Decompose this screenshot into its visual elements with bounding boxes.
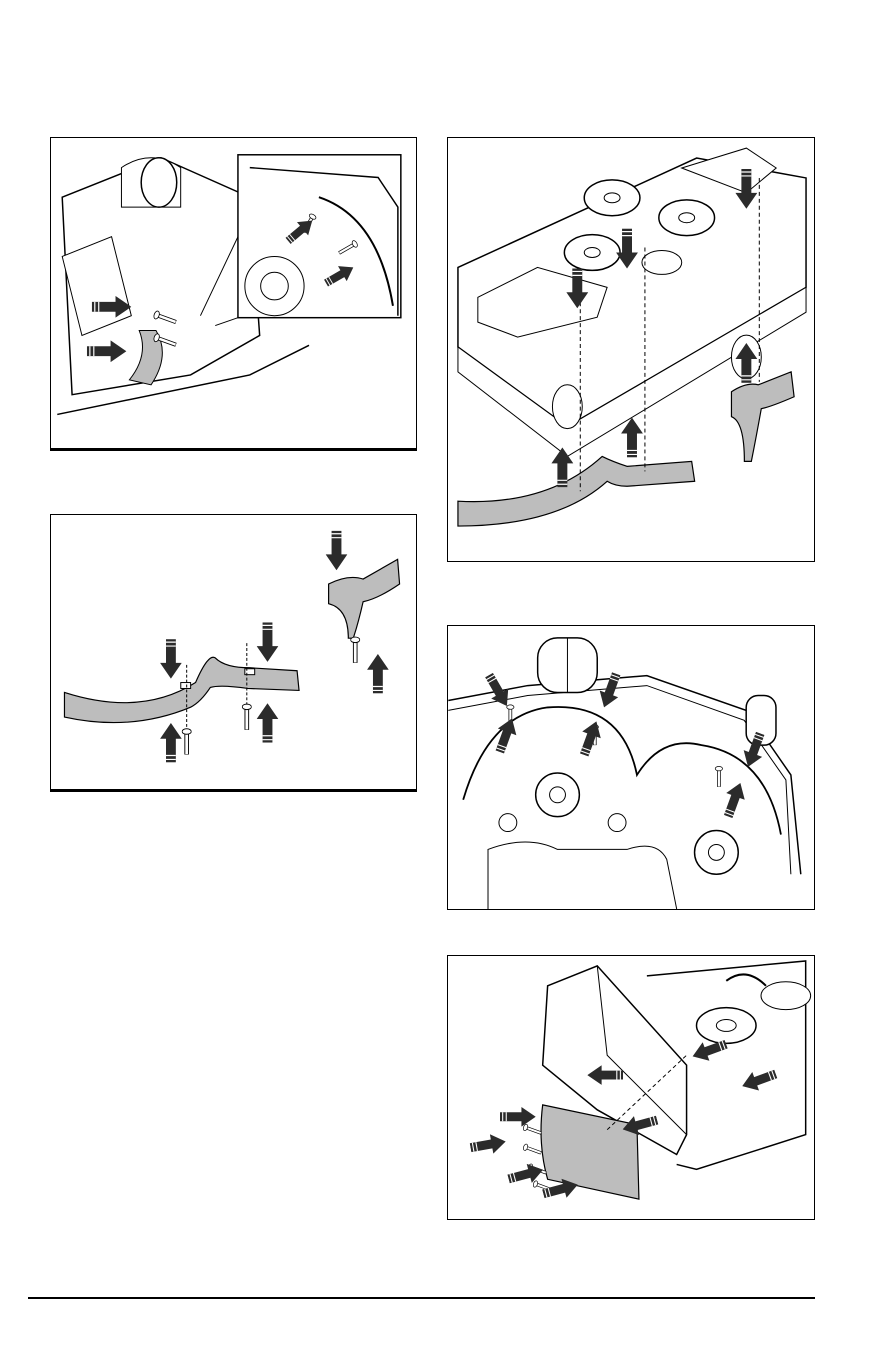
- figure-deck-underside-baffles: [447, 625, 815, 910]
- footer-rule: [28, 1297, 815, 1299]
- figure-deck-baffle-removal: [50, 137, 417, 451]
- figure-discharge-chute-removal: [447, 955, 815, 1220]
- bottom-edge: [0, 1352, 883, 1362]
- deck-baffle-parts-illustration: [51, 515, 416, 789]
- mower-deck-baffle-removal-illustration: [51, 138, 416, 448]
- deck-underside-baffle-bolts-illustration: [448, 626, 814, 909]
- discharge-chute-removal-illustration: [448, 956, 814, 1219]
- figure-baffle-parts: [50, 514, 417, 792]
- figure-baffle-installation: [447, 137, 815, 562]
- mower-deck-baffle-installation-illustration: [448, 138, 814, 561]
